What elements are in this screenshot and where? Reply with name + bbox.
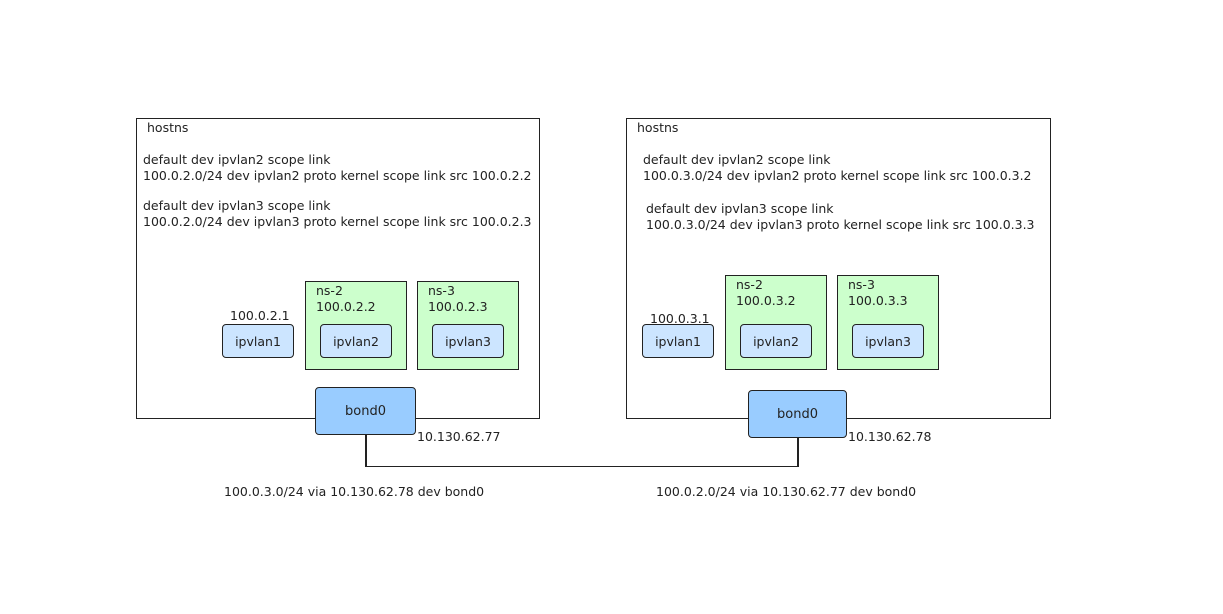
right-ns2-label: ns-2 xyxy=(736,277,763,292)
left-route-2a: default dev ipvlan3 scope link xyxy=(143,198,331,213)
right-route-out: 100.0.2.0/24 via 10.130.62.77 dev bond0 xyxy=(656,484,917,499)
left-route-1a: default dev ipvlan2 scope link xyxy=(143,152,331,167)
left-ns2-label: ns-2 xyxy=(316,283,343,298)
link-horizontal xyxy=(365,465,798,467)
right-route-2b: 100.0.3.0/24 dev ipvlan3 proto kernel sc… xyxy=(646,217,1035,232)
left-bond0: bond0 xyxy=(315,387,416,435)
right-ns2-ipvlan2: ipvlan2 xyxy=(740,324,812,358)
link-left-vertical xyxy=(365,433,367,467)
left-ns3-ip: 100.0.2.3 xyxy=(428,299,488,314)
left-bond0-ip: 10.130.62.77 xyxy=(417,429,501,444)
link-right-vertical xyxy=(797,436,799,467)
left-route-1b: 100.0.2.0/24 dev ipvlan2 proto kernel sc… xyxy=(143,168,532,183)
right-ns2-ip: 100.0.3.2 xyxy=(736,293,796,308)
left-route-out: 100.0.3.0/24 via 10.130.62.78 dev bond0 xyxy=(224,484,485,499)
left-ns2-ipvlan2: ipvlan2 xyxy=(320,324,392,358)
right-hostns-label: hostns xyxy=(637,120,679,135)
left-ns2-ip: 100.0.2.2 xyxy=(316,299,376,314)
left-ns3-label: ns-3 xyxy=(428,283,455,298)
right-route-1a: default dev ipvlan2 scope link xyxy=(643,152,831,167)
right-ns3-ip: 100.0.3.3 xyxy=(848,293,908,308)
right-route-1b: 100.0.3.0/24 dev ipvlan2 proto kernel sc… xyxy=(643,168,1032,183)
right-ns3-label: ns-3 xyxy=(848,277,875,292)
left-ipvlan1-ip: 100.0.2.1 xyxy=(230,308,290,323)
right-ipvlan1-ip: 100.0.3.1 xyxy=(650,311,710,326)
right-ns3-ipvlan3: ipvlan3 xyxy=(852,324,924,358)
left-hostns-label: hostns xyxy=(147,120,189,135)
right-route-2a: default dev ipvlan3 scope link xyxy=(646,201,834,216)
left-ipvlan1: ipvlan1 xyxy=(222,324,294,358)
right-bond0-ip: 10.130.62.78 xyxy=(848,429,932,444)
left-ns3-ipvlan3: ipvlan3 xyxy=(432,324,504,358)
right-ipvlan1: ipvlan1 xyxy=(642,324,714,358)
left-route-2b: 100.0.2.0/24 dev ipvlan3 proto kernel sc… xyxy=(143,214,532,229)
right-bond0: bond0 xyxy=(748,390,847,438)
